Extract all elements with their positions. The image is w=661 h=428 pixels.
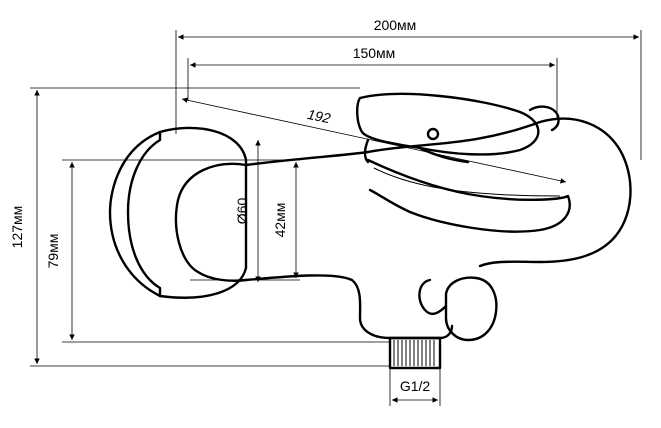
lever-screw-icon bbox=[426, 127, 440, 141]
body-right-bulge bbox=[366, 117, 632, 268]
spout bbox=[366, 158, 571, 233]
label-flange-diameter: Ø60 bbox=[234, 198, 250, 225]
wall-flange bbox=[108, 130, 162, 298]
diverter-handle bbox=[444, 276, 498, 342]
label-body-height: 42мм bbox=[272, 203, 288, 238]
label-thread: G1/2 bbox=[400, 378, 431, 394]
label-overall-height: 127мм bbox=[9, 206, 25, 249]
label-body-width: 150мм bbox=[353, 45, 396, 61]
body-top-edge bbox=[244, 150, 370, 167]
dim-line-spout-length bbox=[181, 97, 567, 184]
thread-nipple bbox=[388, 336, 442, 370]
faucet-outline bbox=[108, 92, 632, 370]
diverter-knob bbox=[418, 278, 448, 316]
extension-lines bbox=[30, 30, 642, 406]
label-outlet-height: 79мм bbox=[45, 234, 61, 269]
dimension-labels: 200мм 150мм 192 127мм 79мм Ø60 42мм G1/2 bbox=[9, 17, 430, 394]
body-bottom-edge bbox=[244, 274, 454, 340]
spout-inner-line bbox=[373, 167, 561, 197]
dimension-lines bbox=[34, 34, 639, 403]
label-overall-width: 200мм bbox=[374, 17, 417, 33]
lever-handle bbox=[356, 92, 540, 156]
label-spout-length: 192 bbox=[306, 106, 332, 127]
